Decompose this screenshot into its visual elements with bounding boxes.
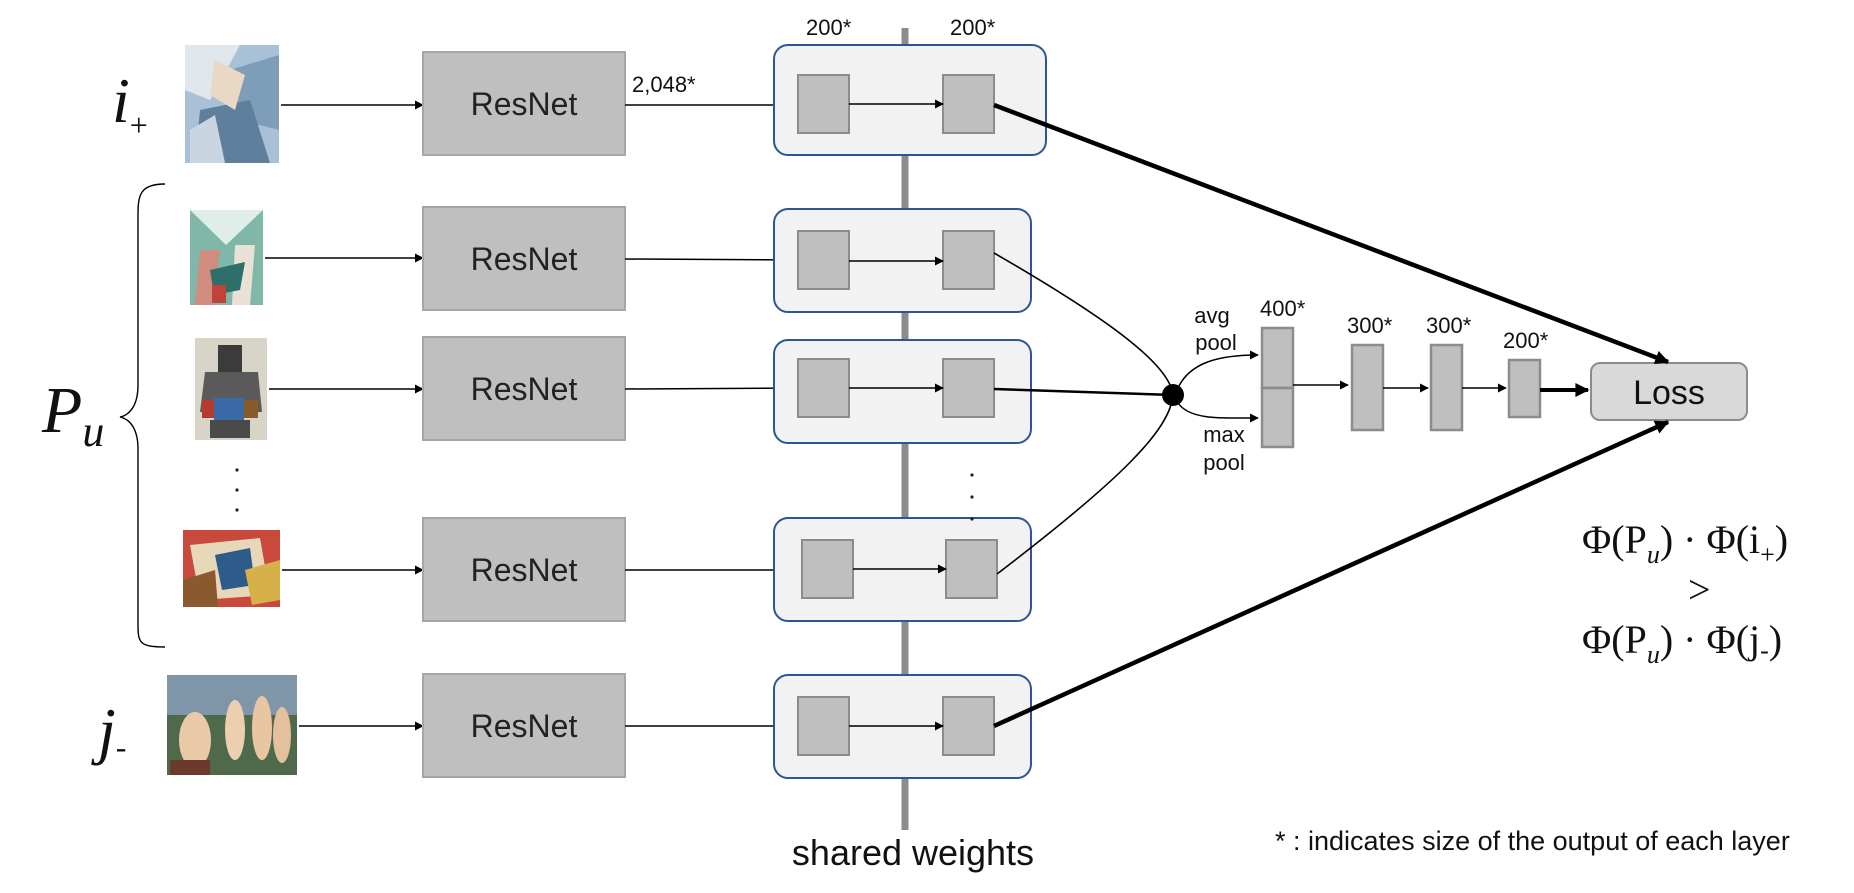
aggregation-node — [1162, 384, 1184, 406]
max-pool-label-1: max — [1203, 422, 1245, 447]
ellipsis-left — [235, 468, 239, 512]
arrow-resnet-module-2 — [624, 255, 799, 265]
pu-brace — [119, 183, 166, 648]
module-3 — [773, 339, 1032, 444]
resnet-box-4: ResNet — [422, 517, 626, 622]
resnet-label: ResNet — [471, 371, 578, 407]
module-2 — [773, 208, 1032, 313]
ellipsis-right — [970, 473, 974, 521]
resnet-label: ResNet — [471, 86, 578, 122]
image-p2 — [195, 338, 267, 440]
size-label-200: 200* — [1503, 328, 1549, 353]
avg-pool-label-1: avg — [1194, 303, 1229, 328]
resnet-box-5: ResNet — [422, 673, 626, 778]
image-p1 — [190, 210, 263, 305]
line-p2-to-node — [993, 387, 1174, 397]
size-label-resnet-out: 2,048* — [632, 72, 696, 97]
size-label-top-right: 200* — [950, 15, 996, 40]
arrow-node-maxpool — [1177, 402, 1259, 423]
resnet-label: ResNet — [471, 552, 578, 588]
dense-layer-200 — [1507, 358, 1542, 419]
max-pool-label-2: pool — [1203, 450, 1245, 475]
pooled-layer-400 — [1260, 326, 1295, 449]
module-1 — [773, 44, 1047, 156]
footnote: * : indicates size of the output of each… — [1275, 826, 1790, 856]
avg-pool-label-2: pool — [1195, 330, 1237, 355]
resnet-box-3: ResNet — [422, 336, 626, 441]
shared-weights-label: shared weights — [792, 832, 1034, 873]
loss-box: Loss — [1590, 362, 1748, 421]
size-label-400: 400* — [1260, 296, 1306, 321]
resnet-label: ResNet — [471, 241, 578, 277]
arrow-jminus-to-loss — [993, 419, 1670, 729]
dense-layer-300a — [1350, 343, 1385, 432]
resnet-box-1: ResNet — [422, 51, 626, 156]
image-j-minus — [167, 675, 297, 775]
loss-label: Loss — [1633, 374, 1705, 412]
size-label-300b: 300* — [1426, 313, 1472, 338]
svg-text:Φ(Pu) · Φ(i+): Φ(Pu) · Φ(i+) — [1582, 517, 1788, 569]
size-label-300a: 300* — [1347, 313, 1393, 338]
arrow-resnet-module-3 — [624, 383, 799, 393]
dense-layer-300b — [1429, 343, 1464, 432]
ranking-formula: Φ(Pu) · Φ(i+) > Φ(Pu) · Φ(j-) — [1582, 517, 1788, 669]
module-4 — [773, 517, 1032, 622]
greater-than: > — [1688, 567, 1711, 612]
resnet-label: ResNet — [471, 708, 578, 744]
label-p-u: Pu — [41, 374, 104, 456]
label-j-minus: j- — [91, 695, 126, 766]
curve-p3-to-node — [996, 394, 1174, 575]
label-i-plus: i+ — [112, 65, 148, 143]
image-p3 — [183, 530, 280, 607]
curve-p1-to-node — [993, 252, 1174, 396]
resnet-box-2: ResNet — [422, 206, 626, 311]
arrow-node-avgpool — [1177, 350, 1259, 389]
size-label-top-left: 200* — [806, 15, 852, 40]
image-i-plus — [185, 45, 279, 163]
module-5 — [773, 674, 1032, 779]
svg-text:Φ(Pu) · Φ(j-): Φ(Pu) · Φ(j-) — [1582, 617, 1782, 669]
arrow-iplus-to-loss — [993, 102, 1670, 365]
